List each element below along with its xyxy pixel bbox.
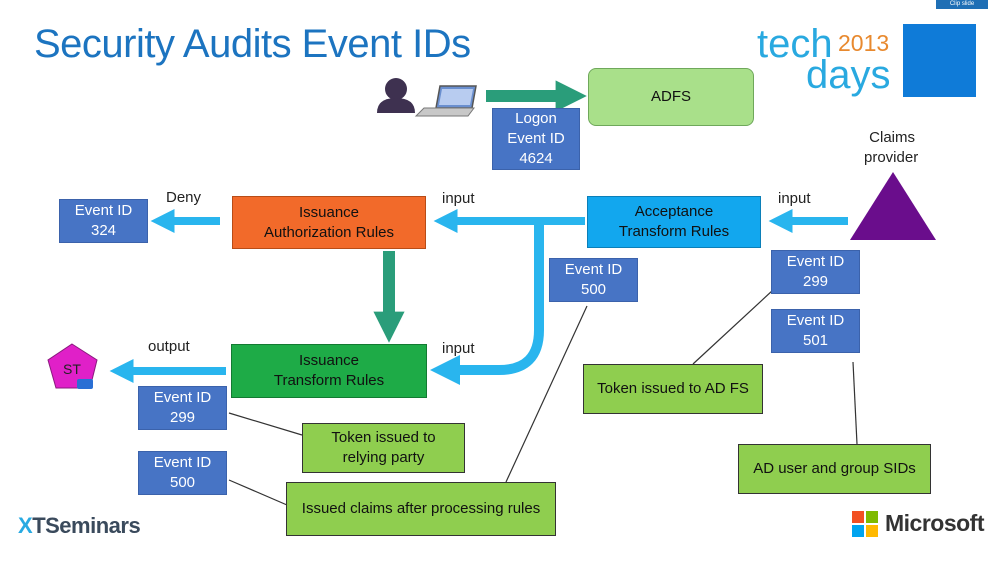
claims-provider-triangle — [850, 172, 936, 240]
note-token-issued-relying-party: Token issued to relying party — [302, 423, 465, 473]
output-500-label: Event ID — [153, 454, 212, 471]
output-299-id: 299 — [169, 409, 196, 426]
output-299-event-box: Event ID 299 — [138, 386, 227, 430]
techdays-word-days: days — [806, 53, 891, 97]
note-token-issued-adfs-text: Token issued to AD FS — [597, 380, 749, 397]
logon-event-line2: Event ID — [507, 130, 565, 147]
acceptance-500-label: Event ID — [564, 261, 623, 278]
note-issued-claims: Issued claims after processing rules — [286, 482, 556, 536]
logon-event-line1: Logon — [515, 110, 557, 127]
logon-event-box: Logon Event ID 4624 — [492, 108, 580, 170]
adfs-label: ADFS — [650, 88, 691, 105]
callout-line-cp501 — [852, 361, 858, 445]
output-500-id: 500 — [169, 474, 196, 491]
issuance-transform-rules-box: Issuance Transform Rules — [231, 344, 427, 398]
provider-501-id: 501 — [802, 332, 829, 349]
acceptance-500-id: 500 — [580, 281, 607, 298]
slide-title: Security Audits Event IDs — [34, 22, 471, 66]
microsoft-logo-icon — [852, 511, 878, 537]
input-label-bottom: input — [442, 340, 475, 357]
callout-line-acc500 — [505, 305, 588, 483]
deny-event-id: 324 — [90, 222, 117, 239]
output-299-label: Event ID — [153, 389, 212, 406]
note-token-rp-line2: relying party — [342, 449, 425, 466]
provider-299-event-box: Event ID 299 — [771, 250, 860, 294]
acceptance-500-event-box: Event ID 500 — [549, 258, 638, 302]
user-icon — [377, 78, 415, 113]
deny-arrow-label: Deny — [166, 189, 202, 206]
authorization-line2: Authorization Rules — [263, 223, 395, 241]
techdays-square — [903, 24, 976, 97]
security-token-pentagon — [47, 343, 98, 389]
note-issued-claims-text: Issued claims after processing rules — [301, 500, 541, 517]
deny-event-label: Event ID — [74, 202, 133, 219]
input-label-top: input — [442, 190, 475, 207]
claims-provider-line2: provider — [864, 149, 919, 166]
adfs-box: ADFS — [588, 68, 754, 126]
note-token-issued-adfs: Token issued to AD FS — [583, 364, 763, 414]
issuance-transform-line2: Transform Rules — [273, 372, 385, 389]
input-label-right: input — [778, 190, 811, 207]
microsoft-wordmark: Microsoft — [885, 510, 985, 536]
arrow-acceptance-to-transform — [430, 224, 544, 385]
security-token-label: ST — [63, 361, 81, 377]
acceptance-line2: Transform Rules — [618, 223, 730, 240]
callout-line-out500 — [228, 479, 288, 506]
authorization-line1: Issuance — [298, 203, 360, 221]
callout-line-cp299 — [692, 277, 787, 365]
provider-299-id: 299 — [802, 273, 829, 290]
xts-x: X — [18, 513, 33, 538]
claims-provider-line1: Claims — [869, 129, 916, 146]
issuance-authorization-rules-box: Issuance Authorization Rules — [232, 196, 426, 249]
provider-299-label: Event ID — [786, 253, 845, 270]
note-token-rp-line1: Token issued to — [331, 429, 436, 446]
claims-provider-label: Claims provider — [864, 128, 919, 168]
acceptance-transform-rules-box: Acceptance Transform Rules — [587, 196, 761, 248]
acceptance-line1: Acceptance — [634, 203, 714, 220]
output-label: output — [148, 338, 190, 355]
laptop-icon — [414, 85, 477, 117]
security-token-tab — [77, 379, 93, 389]
xts-rest: TSeminars — [32, 513, 141, 538]
provider-501-event-box: Event ID 501 — [771, 309, 860, 353]
xtseminars-logo: XTSeminars — [18, 513, 141, 539]
output-500-event-box: Event ID 500 — [138, 451, 227, 495]
issuance-transform-line1: Issuance — [298, 352, 360, 369]
logon-event-id: 4624 — [519, 150, 553, 167]
note-ad-sids: AD user and group SIDs — [738, 444, 931, 494]
callout-line-out299 — [228, 412, 303, 436]
techdays-year: 2013 — [838, 30, 890, 56]
techdays-word-tech: tech — [757, 22, 833, 66]
provider-501-label: Event ID — [786, 312, 845, 329]
deny-event-box: Event ID 324 — [59, 199, 148, 243]
clip-slide-button[interactable]: Clip slide — [936, 0, 988, 9]
note-ad-sids-text: AD user and group SIDs — [753, 460, 916, 477]
